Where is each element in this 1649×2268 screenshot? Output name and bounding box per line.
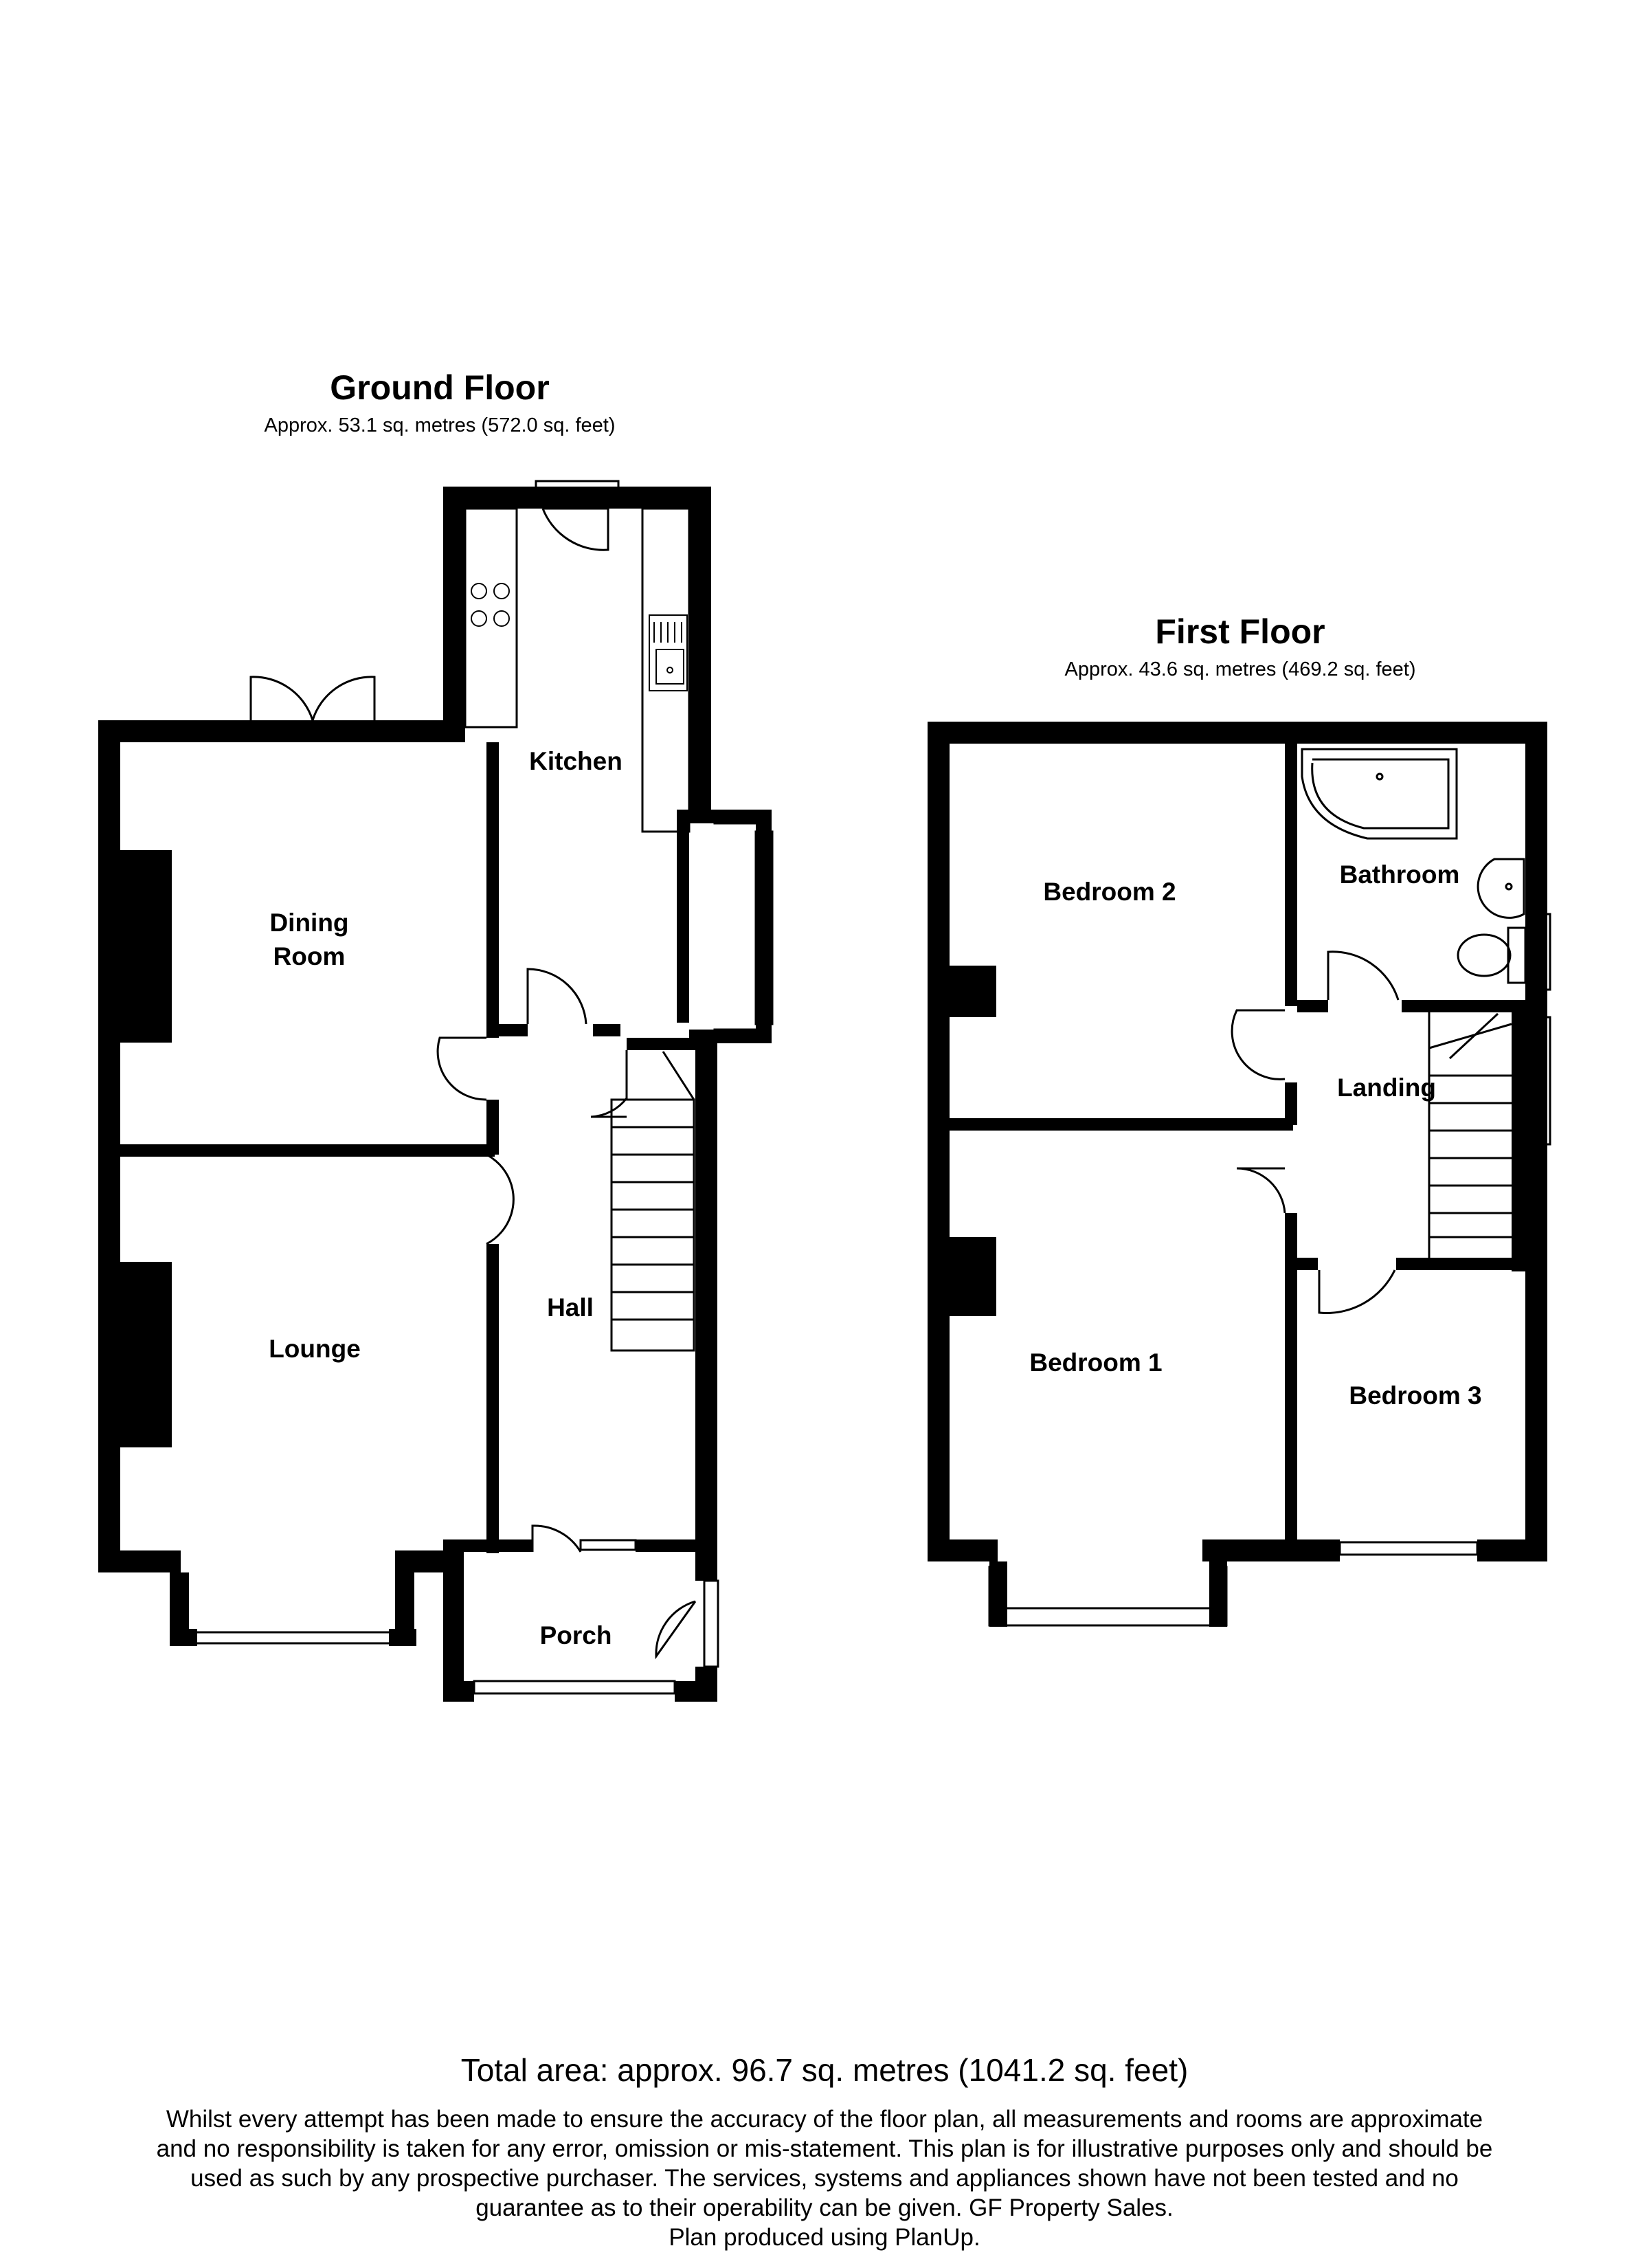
toilet-icon [1457,926,1527,984]
bathroom-label: Bathroom [1340,860,1460,889]
first-floor-doors [1231,950,1400,1315]
ground-floor-windows [170,480,774,1695]
bedroom-2-label: Bedroom 2 [1043,878,1176,906]
dining-room-label-line2: Room [273,942,346,970]
total-area: Total area: approx. 96.7 sq. metres (104… [460,2052,1189,2088]
lounge-label: Lounge [269,1335,361,1363]
landing-label: Landing [1337,1074,1436,1102]
first-floor-plan: Bedroom 2 Bathroom Landing Bedroom 1 Bed… [928,722,1551,1627]
basin-icon [1477,858,1525,919]
ground-floor-area: Approx. 53.1 sq. metres (572.0 sq. feet) [264,414,616,436]
hob-icon [471,583,510,627]
kitchen-worktops [464,507,691,833]
first-floor-windows [988,723,1551,1627]
ground-floor-walls [98,487,772,1702]
disclaimer-line: Plan produced using PlanUp. [669,2224,980,2251]
disclaimer-line: guarantee as to their operability can be… [475,2194,1174,2221]
disclaimer: Whilst every attempt has been made to en… [27,2104,1622,2252]
bedroom-3-label: Bedroom 3 [1349,1381,1481,1410]
porch-label: Porch [540,1621,612,1649]
bedroom-1-label: Bedroom 1 [1029,1348,1162,1377]
ground-floor-stairs [610,1051,695,1352]
sink-icon [649,614,688,691]
hall-label: Hall [547,1293,594,1322]
first-floor-title: First Floor [1155,612,1325,651]
first-floor-walls [928,722,1547,1627]
dining-room-label-line1: Dining [269,909,348,937]
kitchen-label: Kitchen [529,747,622,775]
first-floor-stairs [1428,1010,1512,1265]
first-floor-area: Approx. 43.6 sq. metres (469.2 sq. feet) [1064,658,1416,680]
ground-floor-plan: Kitchen Dining Room Lounge Hall Porch [98,480,774,1702]
bath-icon [1301,748,1458,840]
ground-floor-title: Ground Floor [330,368,550,407]
ground-floor-doors [249,507,697,1660]
disclaimer-line: and no responsibility is taken for any e… [156,2135,1493,2162]
disclaimer-line: Whilst every attempt has been made to en… [166,2106,1483,2133]
disclaimer-line: used as such by any prospective purchase… [190,2165,1459,2192]
